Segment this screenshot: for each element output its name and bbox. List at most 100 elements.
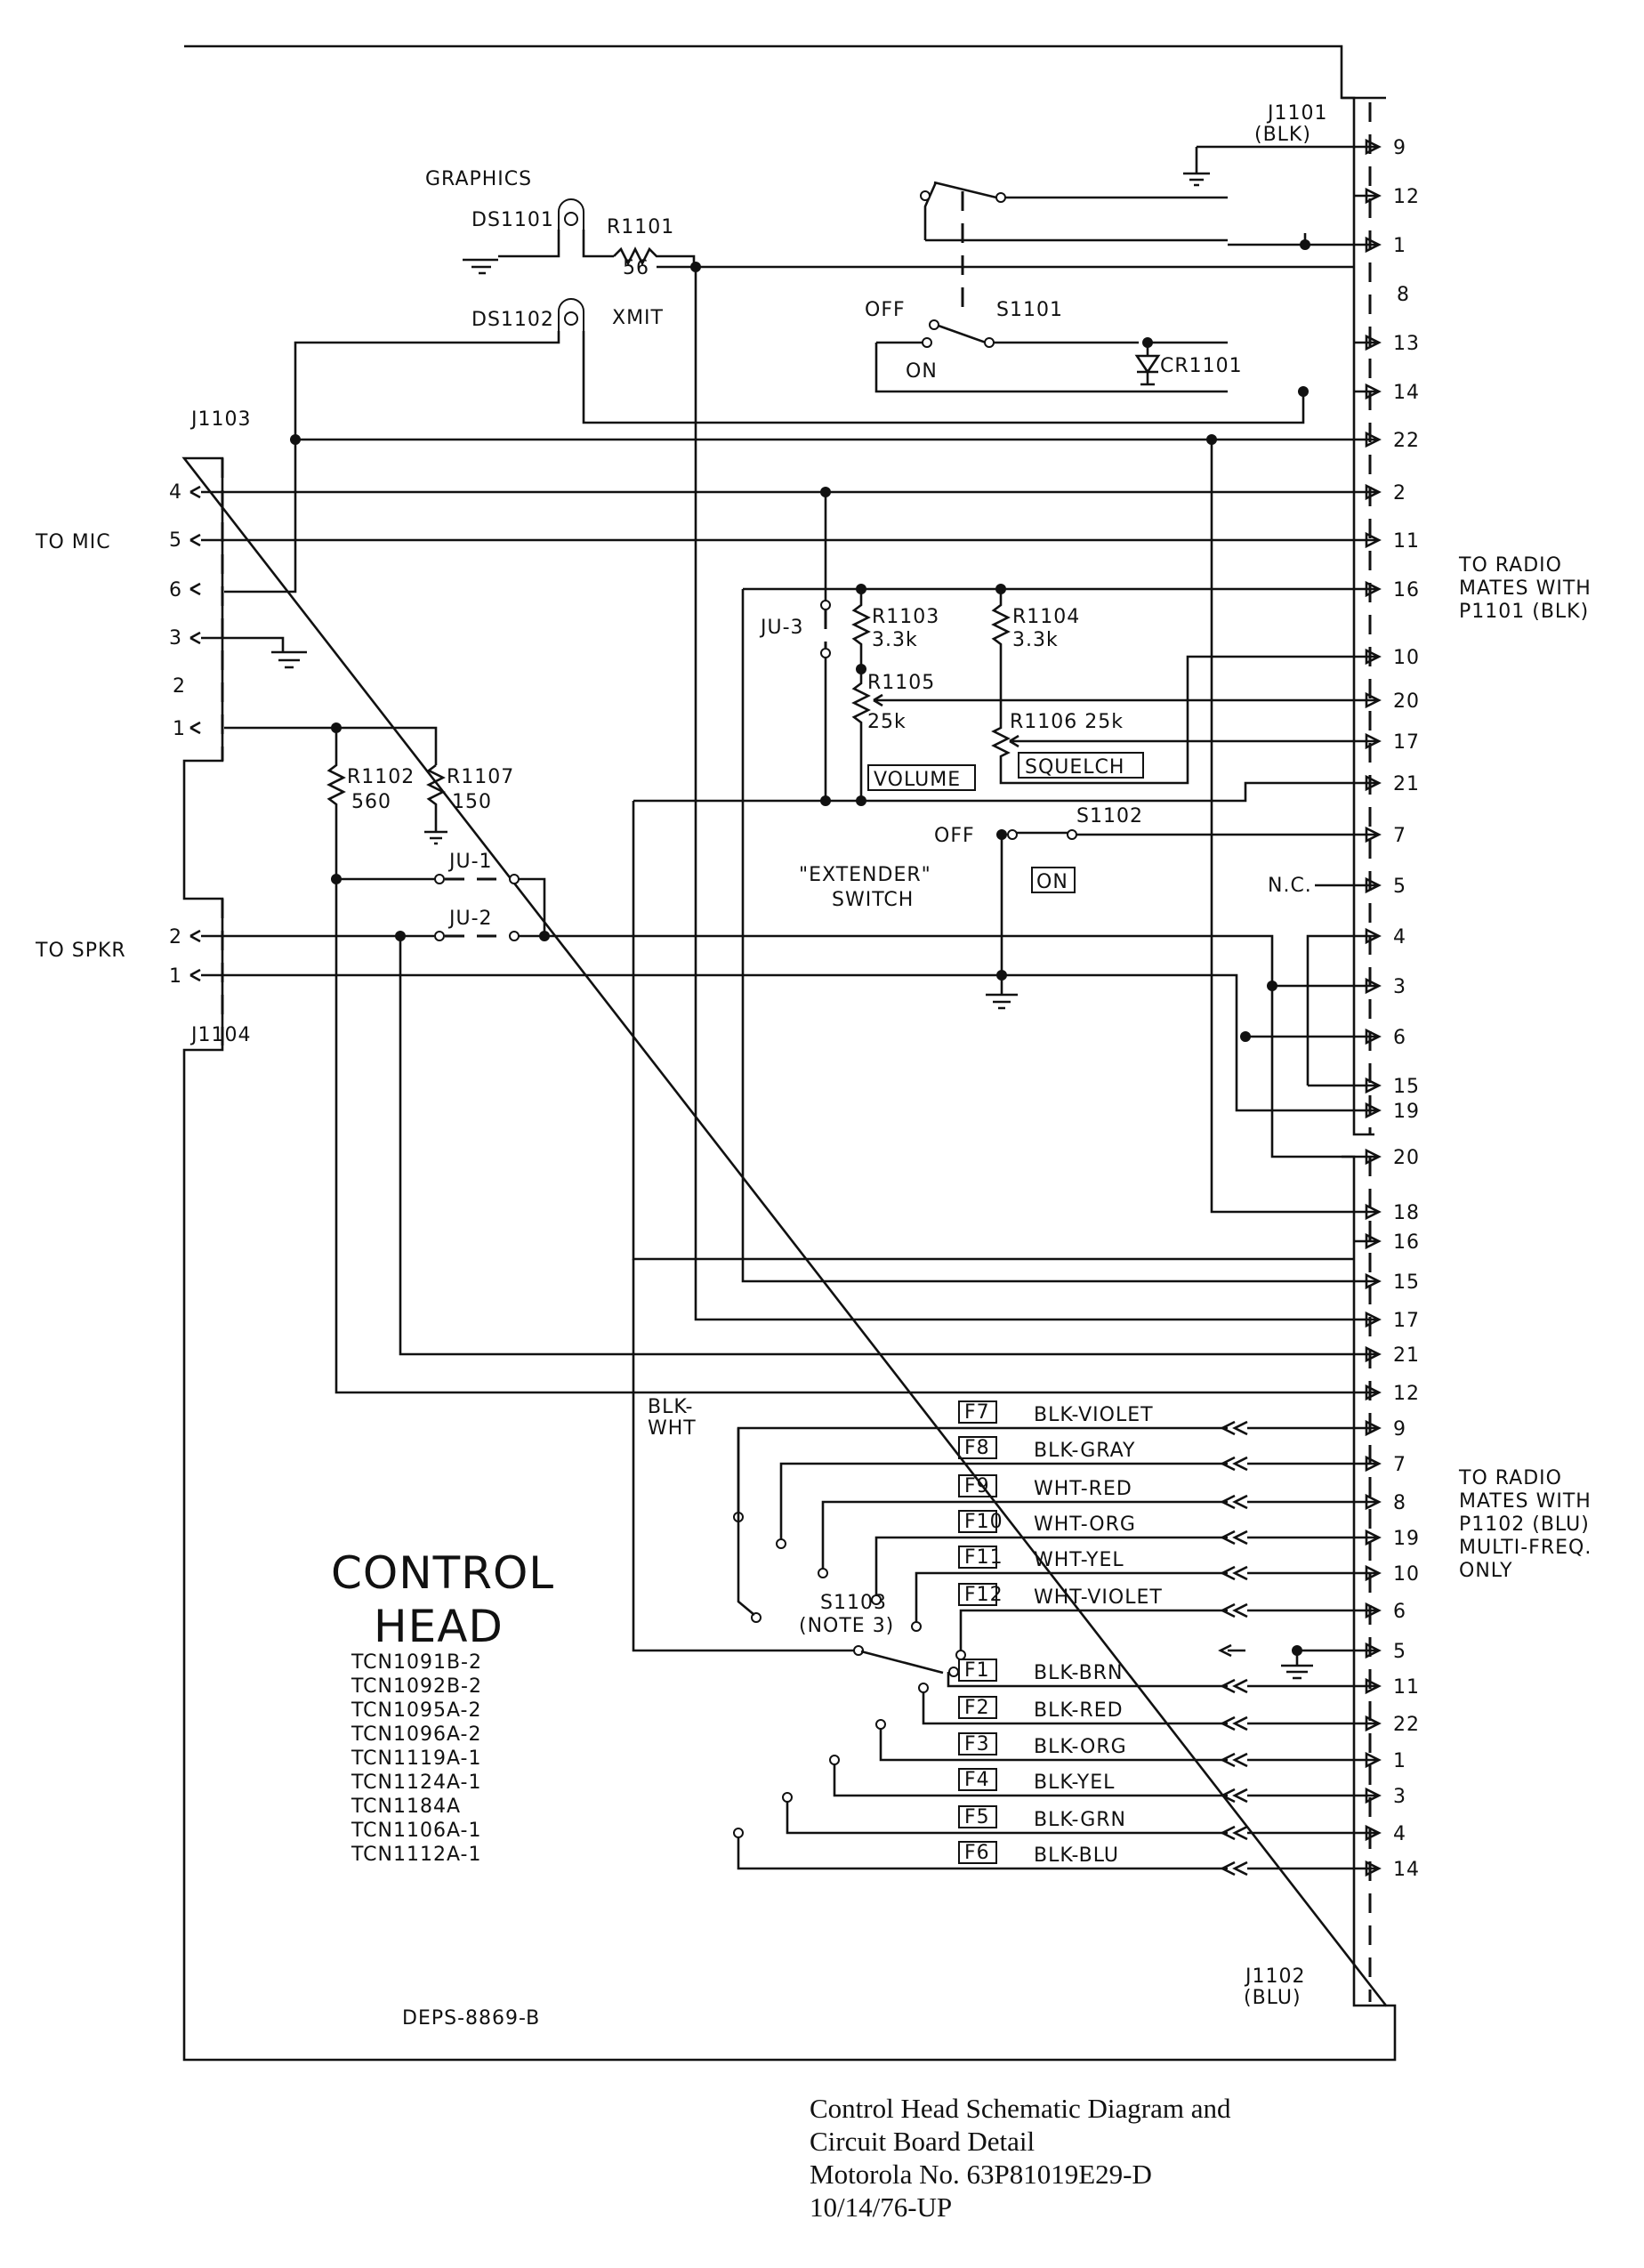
- j1102-pin-10: 10: [1393, 1563, 1420, 1586]
- j1104-pin-1: 1: [169, 965, 182, 988]
- s1101-label: S1101: [996, 299, 1063, 321]
- j1101-pin-5: 5: [1393, 876, 1406, 898]
- r1103-value: 3.3k: [872, 629, 918, 651]
- j1101-pin-17: 17: [1393, 731, 1420, 754]
- freq-wire-f8: [779, 1462, 1228, 1544]
- r1101-value: 56: [623, 257, 649, 279]
- ju2-label: JU-2: [447, 908, 493, 930]
- freq-wire-f11: [915, 1571, 1228, 1626]
- j1101-pin-16: 16: [1393, 579, 1420, 601]
- ground-ds1101-icon: [463, 258, 498, 275]
- model-number: TCN1095A-2: [351, 1699, 481, 1722]
- j1101-pin-20: 20: [1393, 690, 1420, 713]
- model-number: TCN1096A-2: [351, 1723, 481, 1746]
- r1104-value: 3.3k: [1012, 629, 1059, 651]
- freq-tag-box-f2: [958, 1696, 997, 1719]
- freq-tag-f2: F2: [964, 1697, 990, 1719]
- j1101-pin-6: 6: [1393, 1027, 1406, 1049]
- freq-wire-f1: [947, 1672, 1228, 1688]
- freq-color-f1: BLK-BRN: [1034, 1662, 1123, 1684]
- freq-tag-f6: F6: [964, 1842, 990, 1864]
- j1103-label: J1103: [189, 408, 251, 431]
- ds1101-label: DS1101: [471, 209, 554, 231]
- s1101-on-label: ON: [906, 360, 938, 383]
- caption-line-1: Control Head Schematic Diagram and: [810, 2093, 1231, 2124]
- caption-line-2: Circuit Board Detail: [810, 2126, 1035, 2157]
- j1101-pin-16: 16: [1393, 1231, 1420, 1254]
- deps-number: DEPS-8869-B: [402, 2007, 540, 2030]
- j1101-pin-8: 8: [1397, 284, 1410, 306]
- j1101-pin-15: 15: [1393, 1271, 1420, 1294]
- j1104-label: J1104: [189, 1024, 251, 1046]
- model-number: TCN1124A-1: [351, 1772, 481, 1794]
- j1101-pin-3: 3: [1393, 976, 1406, 998]
- freq-wire-f12: [959, 1609, 1228, 1655]
- freq-wire-f9: [821, 1500, 1228, 1573]
- freq-tag-box-f10: [958, 1510, 997, 1533]
- j1101-pin-7: 7: [1393, 825, 1406, 847]
- freq-color-f12: WHT-VIOLET: [1034, 1586, 1163, 1609]
- s1103-rotor-icon: [860, 1650, 944, 1675]
- j1102-pin-14: 14: [1393, 1859, 1420, 1881]
- caption-line-4: 10/14/76-UP: [810, 2191, 952, 2223]
- to-radio-blk-2: MATES WITH: [1459, 577, 1592, 600]
- freq-color-f3: BLK-ORG: [1034, 1736, 1127, 1758]
- j1102-pin-6: 6: [1393, 1601, 1406, 1623]
- j1101-pin-21: 21: [1393, 1344, 1420, 1367]
- freq-wire-f5: [786, 1797, 1228, 1835]
- ground-s1102-icon: [986, 835, 1018, 1010]
- extender-label-2: SWITCH: [832, 889, 914, 911]
- freq-tag-box-f1: [958, 1659, 997, 1682]
- freq-tag-f5: F5: [964, 1806, 990, 1828]
- freq-tag-box-f3: [958, 1732, 997, 1755]
- j1102-pin-1: 1: [1393, 1750, 1406, 1772]
- j1101-pin-4: 4: [1393, 926, 1406, 948]
- cr1101-diode-icon: [1134, 343, 1161, 386]
- j1104-pin-2: 2: [169, 926, 182, 948]
- j1103-pin-1: 1: [173, 718, 186, 740]
- s1102-on-box: [1031, 867, 1076, 893]
- j1101-pin-1: 1: [1393, 235, 1406, 257]
- s1102-switch-icon: [1016, 831, 1354, 836]
- model-number: TCN1091B-2: [351, 1651, 482, 1674]
- lamp-ds1102-icon: [558, 298, 584, 331]
- ds1102-label: DS1102: [471, 309, 554, 331]
- s1103-note: (NOTE 3): [799, 1615, 894, 1637]
- freq-tag-box-f5: [958, 1805, 997, 1828]
- control-head-title-1: CONTROL: [331, 1547, 554, 1599]
- model-number: TCN1106A-1: [351, 1820, 481, 1842]
- j1101-pin-22: 22: [1393, 430, 1420, 452]
- model-number: TCN1184A: [351, 1796, 461, 1818]
- r1106-label: R1106 25k: [1010, 711, 1124, 733]
- freq-tag-box-f11: [958, 1546, 997, 1569]
- xmit-label: XMIT: [612, 307, 664, 329]
- freq-tag-f7: F7: [964, 1401, 990, 1424]
- j1101-label: J1101: [1266, 102, 1327, 125]
- freq-wire-f3: [879, 1724, 1228, 1762]
- squelch-label: SQUELCH: [1025, 756, 1124, 779]
- freq-tag-f10: F10: [964, 1511, 1003, 1533]
- r1104-resistor-icon: [991, 589, 1011, 694]
- j1101-pin-12: 12: [1393, 186, 1420, 208]
- j1102-pin-5: 5: [1393, 1641, 1406, 1663]
- to-spkr-label: TO SPKR: [35, 940, 126, 962]
- ju1-label: JU-1: [447, 851, 493, 873]
- s1102-label: S1102: [1076, 805, 1143, 827]
- s1101-switch-icon: [935, 323, 1139, 344]
- j1101-pin-19: 19: [1393, 1101, 1420, 1123]
- to-radio-blu-1: TO RADIO: [1458, 1467, 1562, 1489]
- j1101-pin-21: 21: [1393, 773, 1420, 795]
- freq-wire-f2: [922, 1688, 1228, 1725]
- j1102-pin-7: 7: [1393, 1454, 1406, 1476]
- to-radio-blk-1: TO RADIO: [1458, 554, 1562, 577]
- s1102-off-label: OFF: [934, 825, 975, 847]
- j1103-pin-6: 6: [169, 579, 182, 601]
- j1103-pin-4: 4: [169, 481, 182, 504]
- freq-tag-f12: F12: [964, 1584, 1003, 1606]
- blk-wht-label-2: WHT: [648, 1417, 697, 1440]
- j1101-pin-9: 9: [1393, 137, 1406, 159]
- ground-j1103-icon: [201, 636, 307, 669]
- r1102-resistor-icon: [326, 728, 346, 879]
- freq-tag-box-f9: [958, 1474, 997, 1497]
